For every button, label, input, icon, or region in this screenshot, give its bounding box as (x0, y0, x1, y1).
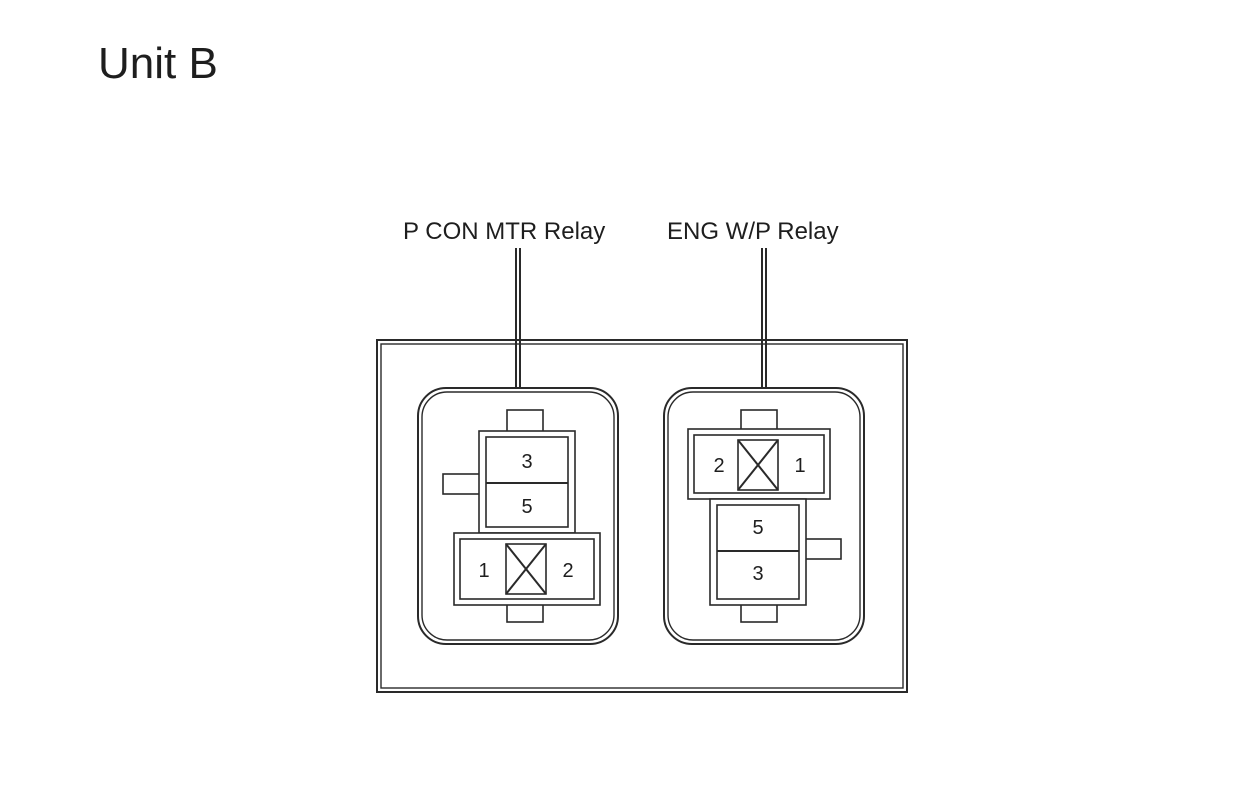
relay-label-p-con-mtr: P CON MTR Relay (403, 218, 605, 245)
pin-label: 5 (521, 496, 532, 518)
side-tab (442, 473, 484, 495)
unit-box (376, 339, 908, 693)
relay-label-eng-wp: ENG W/P Relay (667, 218, 839, 245)
page-title: Unit B (98, 39, 218, 88)
leader-line-eng-wp (761, 248, 767, 388)
cross-mark (737, 439, 779, 491)
relay-eng-wp: 2 1 5 3 (663, 387, 865, 645)
pin-label: 3 (752, 563, 763, 585)
pin-label: 3 (521, 451, 532, 473)
top-tab (740, 409, 778, 431)
pin-label: 2 (562, 560, 573, 582)
leader-line-p-con-mtr (515, 248, 521, 388)
pin-label: 5 (752, 517, 763, 539)
top-tab (506, 409, 544, 433)
side-tab (800, 538, 842, 560)
pin-label: 2 (713, 455, 724, 477)
pin-label: 1 (794, 455, 805, 477)
cross-mark (505, 543, 547, 595)
relay-p-con-mtr: 3 5 1 2 (417, 387, 619, 645)
pin-label: 1 (478, 560, 489, 582)
